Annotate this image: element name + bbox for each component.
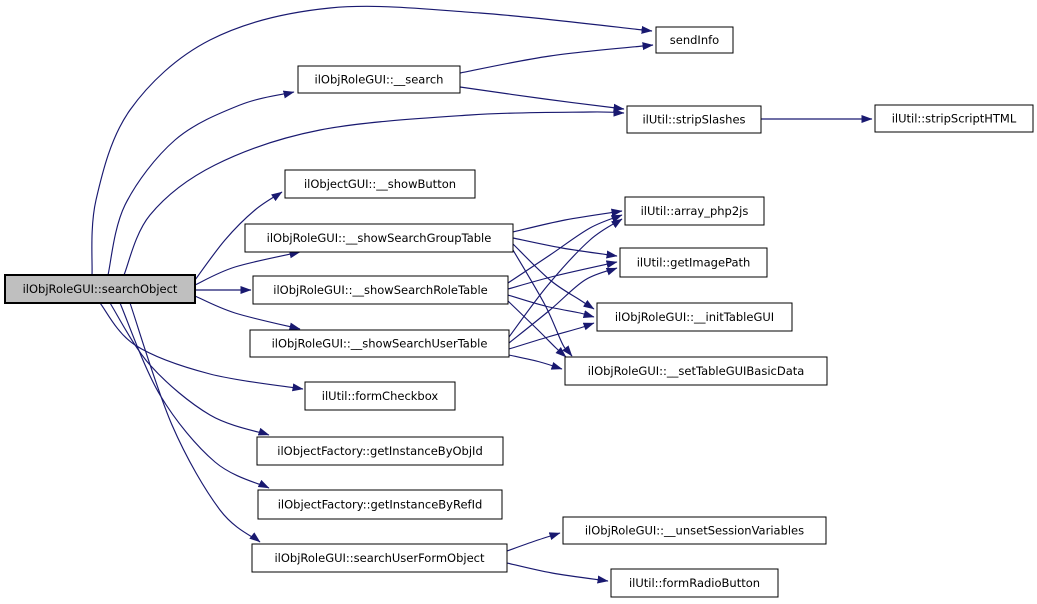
edge-searchObject-getInstanceByObjId [109,302,270,436]
node-stripScriptHTML[interactable]: ilUtil::stripScriptHTML [874,104,1034,133]
node-box[interactable] [257,489,503,520]
node-label: ilUtil::formRadioButton [629,576,760,590]
node-label: ilUtil::stripScriptHTML [892,112,1017,126]
edge-showSearchGroupTable-setTableGUIBasicData [512,249,573,357]
node-array_php2js[interactable]: ilUtil::array_php2js [624,196,765,226]
edge-searchObject-searchUserFormObject [129,302,261,543]
edge-search-sendInfo [459,42,654,74]
edge-showSearchUserTable-setTableGUIBasicData [508,354,563,370]
node-label: ilObjRoleGUI::__initTableGUI [615,310,774,324]
node-box[interactable] [251,543,508,573]
node-box[interactable] [564,356,828,386]
edge-searchObject-sendInfo [91,5,653,276]
edge-showSearchRoleTable-getImagePath [507,260,618,290]
edge-searchObject-stripSlashes [123,108,625,276]
node-box[interactable] [655,26,734,54]
edge-searchObject-formCheckbox [99,302,304,392]
edge-searchObject-getInstanceByRefId [119,302,270,489]
node-box[interactable] [297,65,461,94]
node-box[interactable] [244,223,514,253]
node-box[interactable] [626,105,762,134]
node-label: ilObjRoleGUI::searchUserFormObject [274,551,485,565]
node-label: ilObjectGUI::__showButton [304,177,456,191]
edge-searchObject-showSearchUserTable [194,295,301,331]
node-box[interactable] [256,436,504,466]
node-label: ilObjectFactory::getInstanceByRefId [278,498,483,512]
node-formCheckbox[interactable]: ilUtil::formCheckbox [304,381,456,411]
node-showSearchRoleTable[interactable]: ilObjRoleGUI::__showSearchRoleTable [252,275,509,305]
node-getInstanceByObjId[interactable]: ilObjectFactory::getInstanceByObjId [256,436,504,466]
edge-showSearchGroupTable-getImagePath [512,237,618,259]
edge-showSearchUserTable-array_php2js [508,218,623,338]
node-showSearchUserTable[interactable]: ilObjRoleGUI::__showSearchUserTable [249,329,510,358]
node-showButton[interactable]: ilObjectGUI::__showButton [284,169,476,199]
node-box[interactable] [874,104,1034,133]
node-unsetSessionVariables[interactable]: ilObjRoleGUI::__unsetSessionVariables [562,516,827,545]
node-label: ilUtil::formCheckbox [322,389,439,403]
node-label: ilObjRoleGUI::__search [315,73,444,87]
node-searchObject[interactable]: ilObjRoleGUI::searchObject [4,274,196,304]
node-initTableGUI[interactable]: ilObjRoleGUI::__initTableGUI [596,302,793,332]
node-label: ilUtil::getImagePath [637,256,751,270]
node-box[interactable] [304,381,456,411]
edge-search-stripSlashes [459,86,625,112]
edge-searchObject-showButton [194,191,283,281]
node-getInstanceByRefId[interactable]: ilObjectFactory::getInstanceByRefId [257,489,503,520]
node-box[interactable] [562,516,827,545]
node-label: ilObjectFactory::getInstanceByObjId [277,444,483,458]
edge-showSearchRoleTable-setTableGUIBasicData [507,300,567,358]
edge-showSearchUserTable-initTableGUI [508,322,595,350]
edge-searchUserFormObject-formRadioButton [506,562,609,584]
node-label: ilUtil::array_php2js [641,204,749,218]
node-label: ilObjRoleGUI::searchObject [23,282,178,296]
node-sendInfo[interactable]: sendInfo [655,26,734,54]
edge-searchObject-showSearchGroupTable [194,250,301,286]
edge-showSearchRoleTable-initTableGUI [507,294,595,318]
node-label: ilObjRoleGUI::__showSearchGroupTable [267,231,492,245]
edge-searchObject-search [107,90,295,276]
edge-searchUserFormObject-unsetSessionVariables [506,532,561,552]
node-label: ilObjRoleGUI::__showSearchUserTable [272,337,488,351]
node-stripSlashes[interactable]: ilUtil::stripSlashes [626,105,762,134]
node-box[interactable] [4,274,196,304]
edge-showSearchRoleTable-array_php2js [507,214,623,284]
node-box[interactable] [624,196,765,226]
node-box[interactable] [619,247,768,278]
node-box[interactable] [249,329,510,358]
node-getImagePath[interactable]: ilUtil::getImagePath [619,247,768,278]
edge-showSearchGroupTable-initTableGUI [512,243,595,310]
node-formRadioButton[interactable]: ilUtil::formRadioButton [610,568,779,598]
edge-showSearchUserTable-getImagePath [508,267,618,344]
node-box[interactable] [284,169,476,199]
edge-showSearchGroupTable-array_php2js [512,208,623,233]
node-searchUserFormObject[interactable]: ilObjRoleGUI::searchUserFormObject [251,543,508,573]
node-label: ilObjRoleGUI::__unsetSessionVariables [585,524,804,538]
node-search[interactable]: ilObjRoleGUI::__search [297,65,461,94]
node-label: sendInfo [670,33,719,47]
node-label: ilObjRoleGUI::__showSearchRoleTable [273,283,487,297]
node-box[interactable] [252,275,509,305]
node-box[interactable] [596,302,793,332]
node-box[interactable] [610,568,779,598]
node-label: ilUtil::stripSlashes [642,113,745,127]
node-setTableGUIBasicData[interactable]: ilObjRoleGUI::__setTableGUIBasicData [564,356,828,386]
node-label: ilObjRoleGUI::__setTableGUIBasicData [588,364,805,378]
node-showSearchGroupTable[interactable]: ilObjRoleGUI::__showSearchGroupTable [244,223,514,253]
